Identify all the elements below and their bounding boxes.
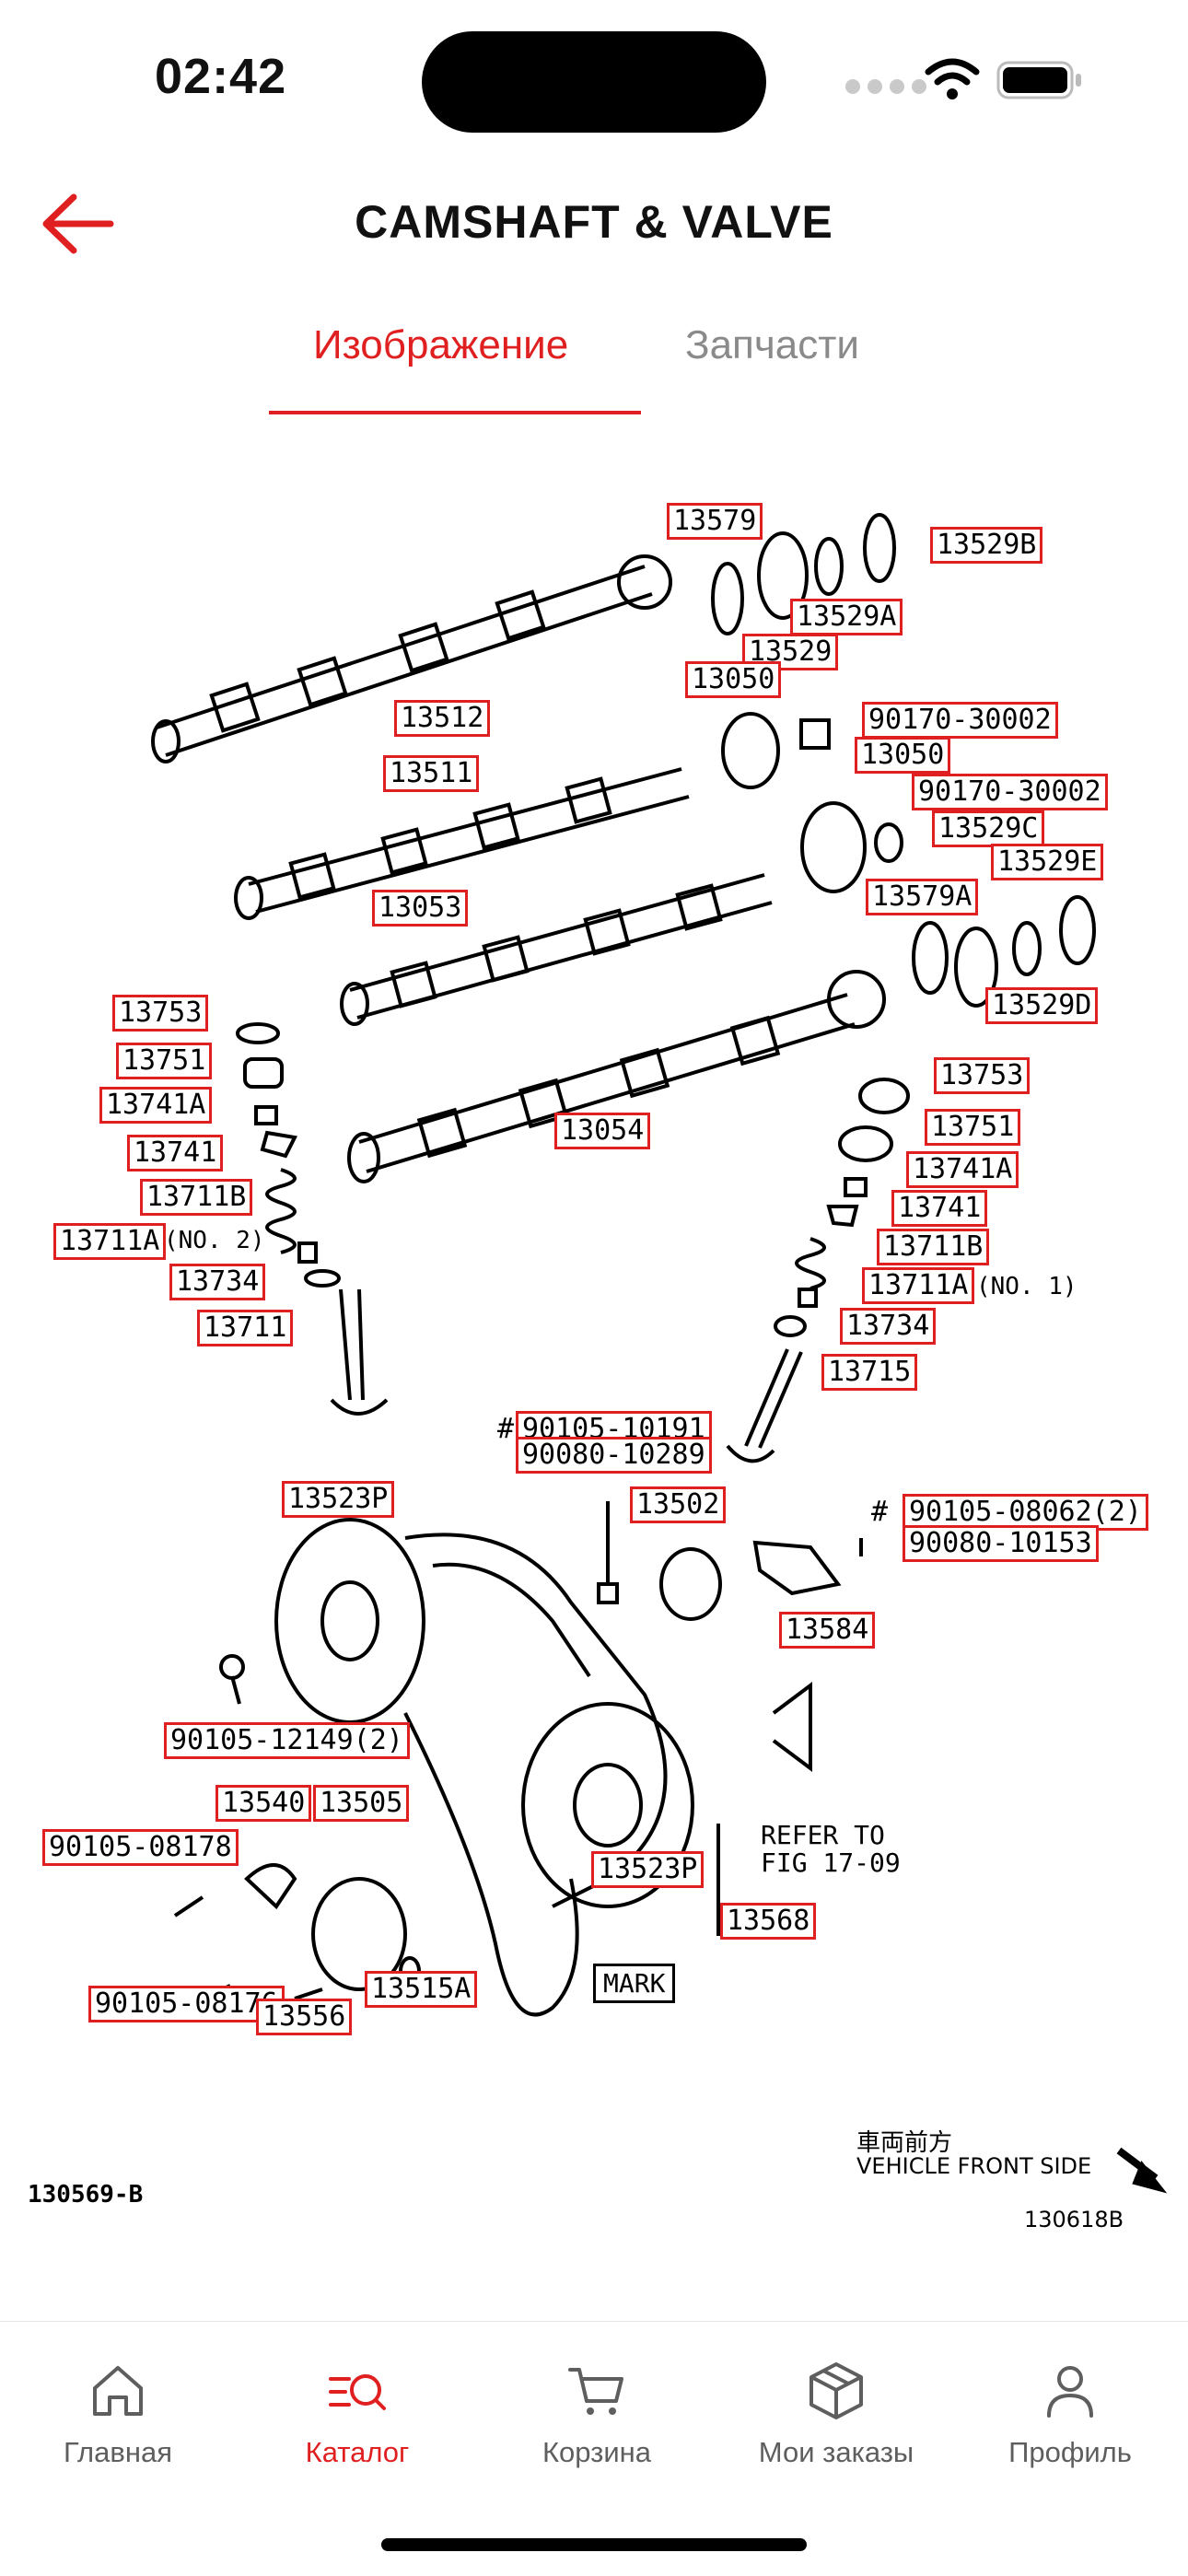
part-label[interactable]: 90105-12149(2): [164, 1722, 410, 1759]
part-label[interactable]: 13505: [313, 1785, 410, 1822]
part-label[interactable]: 13711A: [862, 1267, 975, 1304]
part-label[interactable]: 13053: [372, 890, 469, 927]
part-label[interactable]: 13741: [127, 1135, 224, 1171]
tabbar-item-profile[interactable]: Профиль: [960, 2359, 1181, 2469]
note-no1: (NO. 1): [976, 1273, 1077, 1300]
part-label[interactable]: 13050: [685, 661, 782, 698]
part-label[interactable]: 13734: [840, 1308, 937, 1345]
active-tab-indicator: [269, 411, 641, 414]
tabbar-label: Мои заказы: [758, 2436, 914, 2468]
note-front-jp: 車両前方: [856, 2129, 953, 2157]
part-label[interactable]: 13502: [630, 1486, 727, 1523]
part-label[interactable]: 13751: [116, 1043, 213, 1079]
part-label[interactable]: 13711B: [877, 1229, 990, 1265]
battery-icon: [996, 61, 1081, 99]
part-label[interactable]: 13741: [891, 1190, 988, 1227]
note-hash: #: [497, 1413, 515, 1445]
part-label[interactable]: 13054: [554, 1113, 651, 1149]
part-label[interactable]: 13753: [934, 1057, 1031, 1094]
back-button[interactable]: [41, 190, 116, 258]
part-label[interactable]: 13741A: [906, 1151, 1019, 1188]
wifi-icon: [925, 58, 980, 99]
cellular-signal-icon: [845, 79, 926, 94]
part-label[interactable]: 90080-10289: [516, 1437, 712, 1474]
tab-parts[interactable]: Запчасти: [685, 322, 859, 367]
part-label[interactable]: 13529B: [930, 527, 1043, 564]
part-label[interactable]: 13540: [215, 1785, 312, 1822]
part-label[interactable]: 13741A: [99, 1087, 213, 1124]
part-label[interactable]: 13511: [383, 755, 480, 792]
tab-image[interactable]: Изображение: [313, 322, 569, 367]
part-label[interactable]: 13734: [169, 1264, 266, 1300]
status-time: 02:42: [155, 49, 287, 104]
part-label[interactable]: 13515A: [365, 1971, 478, 2008]
note-hash-right: #: [871, 1496, 889, 1528]
dynamic-island: [422, 31, 766, 133]
catalog-search-icon: [329, 2374, 386, 2410]
tabbar-label: Каталог: [305, 2436, 410, 2468]
home-indicator: [381, 2538, 807, 2551]
box-icon: [809, 2362, 863, 2419]
tabbar-label: Профиль: [1008, 2436, 1132, 2468]
part-label[interactable]: 90105-08178: [42, 1829, 239, 1866]
note-front-en: VEHICLE FRONT SIDE: [856, 2153, 1092, 2179]
home-icon: [93, 2366, 143, 2416]
part-label[interactable]: 90170-30002: [912, 774, 1108, 810]
part-label[interactable]: 13523P: [591, 1851, 705, 1888]
part-label[interactable]: 90105-08176: [88, 1986, 285, 2022]
part-label[interactable]: 13529D: [985, 987, 1099, 1024]
part-label[interactable]: 13568: [720, 1903, 817, 1940]
part-label[interactable]: 13512: [394, 700, 491, 737]
tabbar-item-home[interactable]: Главная: [7, 2359, 228, 2469]
page-title: CAMSHAFT & VALVE: [355, 196, 833, 248]
part-label[interactable]: 13529: [742, 634, 839, 670]
note-refer: REFER TO FIG 17-09: [761, 1820, 901, 1878]
part-label[interactable]: 13529C: [932, 810, 1045, 847]
part-label[interactable]: 13050: [855, 737, 951, 774]
part-label[interactable]: 13529E: [991, 844, 1104, 880]
tabbar-item-cart[interactable]: Корзина: [486, 2359, 707, 2469]
part-label[interactable]: 13711A: [53, 1223, 167, 1260]
part-label[interactable]: 13711: [197, 1310, 294, 1346]
diagram-code-right: 130618B: [1024, 2207, 1124, 2232]
person-icon: [1047, 2366, 1093, 2418]
tabbar-label: Корзина: [542, 2436, 652, 2468]
note-mark: MARK: [593, 1964, 676, 2003]
tabbar-label: Главная: [64, 2436, 172, 2468]
part-label[interactable]: 90105-08062(2): [903, 1494, 1148, 1531]
exploded-view-drawing: [151, 513, 1168, 2194]
cart-icon: [568, 2368, 623, 2415]
tabbar-item-orders[interactable]: Мои заказы: [726, 2359, 947, 2469]
note-no2: (NO. 2): [164, 1227, 265, 1254]
part-label[interactable]: 13715: [821, 1354, 918, 1391]
part-label[interactable]: 13579: [667, 503, 763, 540]
part-label[interactable]: 13529A: [790, 599, 903, 635]
part-label[interactable]: 90080-10153: [903, 1525, 1099, 1562]
parts-diagram[interactable]: 13579 13529B 13529A 13529 13050 13512 90…: [0, 479, 1188, 2247]
part-label[interactable]: 90170-30002: [862, 702, 1058, 739]
tabbar-item-catalog[interactable]: Каталог: [247, 2359, 468, 2469]
part-label[interactable]: 13751: [925, 1109, 1021, 1146]
diagram-code-left: 130569-B: [28, 2181, 144, 2209]
part-label[interactable]: 13711B: [140, 1179, 253, 1216]
part-label[interactable]: 13584: [779, 1612, 876, 1649]
part-label[interactable]: 13523P: [282, 1481, 395, 1518]
part-label[interactable]: 13579A: [866, 879, 979, 915]
part-label[interactable]: 13556: [256, 1999, 353, 2035]
bottom-tab-bar: Главная Каталог Корзина Мои заказы Профи…: [0, 2321, 1188, 2576]
part-label[interactable]: 13753: [112, 995, 209, 1032]
